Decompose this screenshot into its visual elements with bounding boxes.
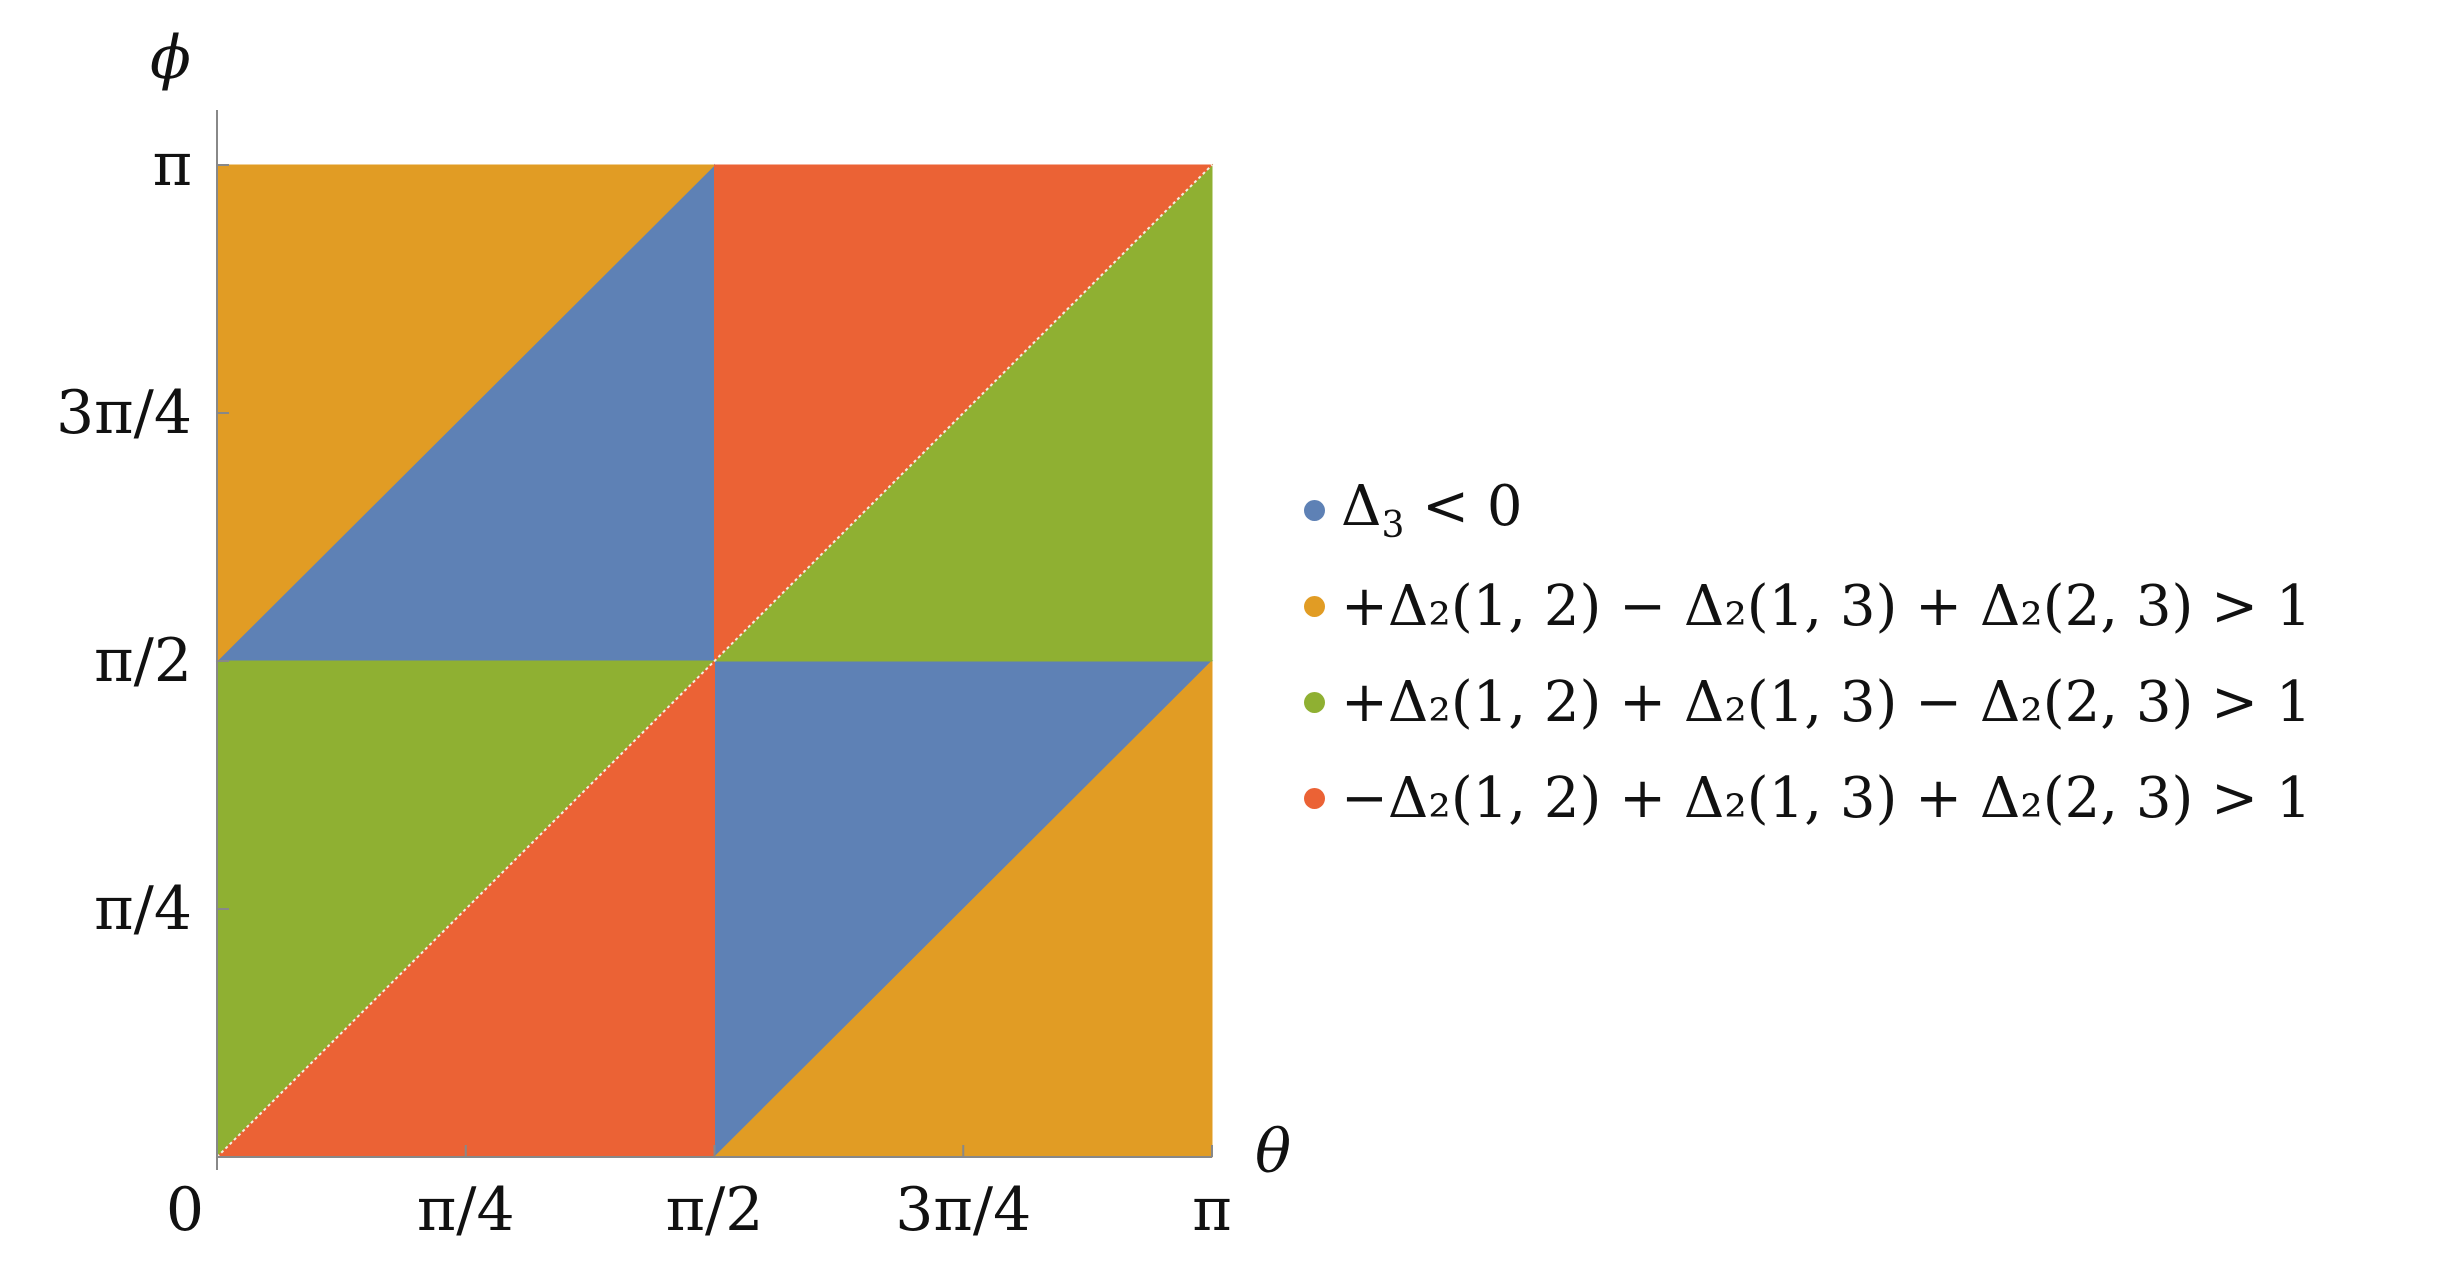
plot-regions (215, 163, 1214, 1159)
x-tick-label: 0 (166, 1175, 204, 1245)
diagonal-boundary-line (216, 164, 1213, 1158)
legend-label: +Δ₂(1, 2) − Δ₂(1, 3) + Δ₂(2, 3) > 1 (1341, 573, 2312, 639)
legend-label: −Δ₂(1, 2) + Δ₂(1, 3) + Δ₂(2, 3) > 1 (1341, 765, 2312, 831)
x-tick-label: π/2 (666, 1175, 764, 1245)
legend-label: Δ3 < 0 (1341, 473, 1523, 547)
legend-marker-orange (1304, 595, 1325, 617)
x-tick-label: π (1192, 1175, 1231, 1245)
legend-label: +Δ₂(1, 2) + Δ₂(1, 3) − Δ₂(2, 3) > 1 (1341, 669, 2312, 735)
x-tick-label: 3π/4 (895, 1175, 1031, 1245)
legend-item-orange: +Δ₂(1, 2) − Δ₂(1, 3) + Δ₂(2, 3) > 1 (1304, 558, 2311, 654)
y-tick-label: π (153, 130, 192, 200)
legend-marker-blue (1304, 499, 1325, 521)
y-tick-label: 3π/4 (56, 378, 192, 448)
legend-item-delta3: Δ3 < 0 (1304, 462, 2311, 558)
legend: Δ3 < 0 +Δ₂(1, 2) − Δ₂(1, 3) + Δ₂(2, 3) >… (1304, 462, 2311, 846)
y-tick-label: π/4 (94, 874, 192, 944)
legend-marker-red (1304, 787, 1325, 809)
legend-marker-green (1304, 691, 1325, 713)
legend-item-green: +Δ₂(1, 2) + Δ₂(1, 3) − Δ₂(2, 3) > 1 (1304, 654, 2311, 750)
x-axis-label: θ (1255, 1117, 1291, 1187)
y-tick-label: π/2 (94, 626, 192, 696)
y-axis-label: ϕ (150, 23, 191, 93)
legend-item-red: −Δ₂(1, 2) + Δ₂(1, 3) + Δ₂(2, 3) > 1 (1304, 750, 2311, 846)
axis-ticks: 0 π/4 π/2 3π/4 π π/4 π/2 3π/4 π (56, 130, 1232, 1245)
x-tick-label: π/4 (417, 1175, 515, 1245)
